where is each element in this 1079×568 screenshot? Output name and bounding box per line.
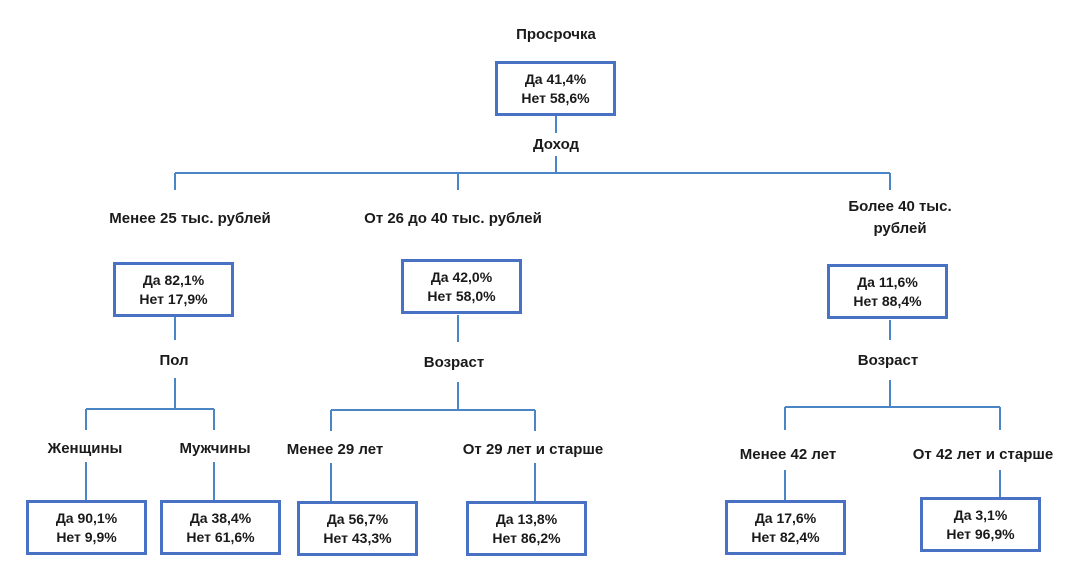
split-label-age-high: Возраст — [857, 352, 919, 369]
yes-percent: Да 90,1% — [55, 509, 118, 526]
root-split-label: Доход — [532, 136, 580, 153]
yes-percent: Да 11,6% — [857, 273, 918, 290]
no-percent: Нет 9,9% — [56, 528, 117, 545]
leaf-node-under-29: Да 56,7% Нет 43,3% — [297, 501, 418, 556]
yes-percent: Да 41,4% — [524, 70, 587, 87]
yes-percent: Да 13,8% — [495, 510, 558, 527]
no-percent: Нет 96,9% — [946, 525, 1015, 542]
leaf-label-29-plus: От 29 лет и старше — [462, 441, 604, 458]
yes-percent: Да 42,0% — [430, 268, 493, 285]
yes-percent: Да 17,6% — [754, 509, 817, 526]
no-percent: Нет 43,3% — [323, 529, 392, 546]
yes-percent: Да 56,7% — [326, 510, 389, 527]
branch-label-high-income: Более 40 тыс. — [848, 198, 952, 215]
yes-percent: Да 82,1% — [142, 271, 205, 288]
leaf-node-men: Да 38,4% Нет 61,6% — [160, 500, 281, 555]
no-percent: Нет 82,4% — [751, 528, 820, 545]
split-label-age-mid: Возраст — [423, 354, 485, 371]
no-percent: Нет 61,6% — [186, 528, 255, 545]
node-high-income: Да 11,6% Нет 88,4% — [827, 264, 948, 319]
leaf-label-42-plus: От 42 лет и старше — [912, 446, 1054, 463]
leaf-label-women: Женщины — [47, 440, 123, 457]
no-percent: Нет 58,6% — [521, 89, 590, 106]
branch-label-mid-income: От 26 до 40 тыс. рублей — [364, 210, 542, 227]
root-title: Просрочка — [516, 26, 596, 43]
split-label-gender: Пол — [159, 352, 189, 369]
leaf-label-under-42: Менее 42 лет — [739, 446, 837, 463]
no-percent: Нет 58,0% — [427, 287, 496, 304]
node-mid-income: Да 42,0% Нет 58,0% — [401, 259, 522, 314]
yes-percent: Да 38,4% — [189, 509, 252, 526]
leaf-node-under-42: Да 17,6% Нет 82,4% — [725, 500, 846, 555]
leaf-node-42-plus: Да 3,1% Нет 96,9% — [920, 497, 1041, 552]
node-low-income: Да 82,1% Нет 17,9% — [113, 262, 234, 317]
no-percent: Нет 86,2% — [492, 529, 561, 546]
branch-label-low-income: Менее 25 тыс. рублей — [109, 210, 271, 227]
leaf-label-under-29: Менее 29 лет — [286, 441, 384, 458]
leaf-node-women: Да 90,1% Нет 9,9% — [26, 500, 147, 555]
root-node: Да 41,4% Нет 58,6% — [495, 61, 616, 116]
yes-percent: Да 3,1% — [953, 506, 1008, 523]
leaf-node-29-plus: Да 13,8% Нет 86,2% — [466, 501, 587, 556]
leaf-label-men: Мужчины — [179, 440, 251, 457]
no-percent: Нет 17,9% — [139, 290, 208, 307]
branch-label-high-income-line2: рублей — [873, 220, 927, 237]
no-percent: Нет 88,4% — [853, 292, 922, 309]
